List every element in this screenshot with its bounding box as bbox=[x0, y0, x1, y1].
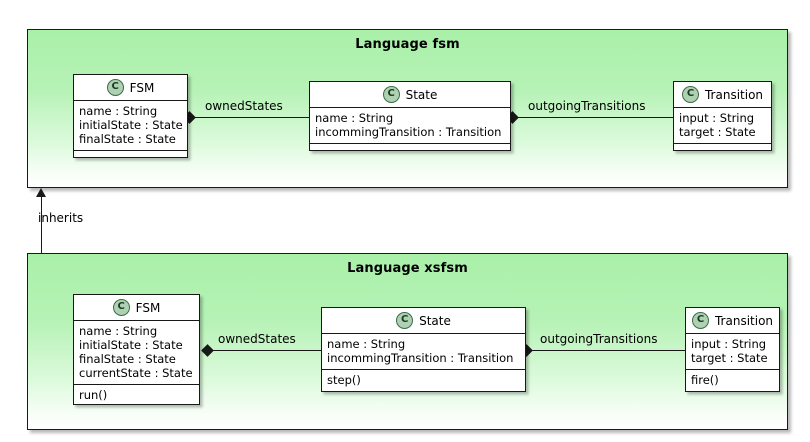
class-header-fsm-transition: C Transition bbox=[674, 82, 771, 108]
association-line-fsm-outgoingtransitions bbox=[511, 117, 673, 118]
association-line-fsm-ownedstates bbox=[188, 117, 314, 118]
class-name-label: FSM bbox=[135, 300, 161, 315]
inherits-arrowhead bbox=[36, 188, 46, 197]
class-header-fsm-fsm: C FSM bbox=[74, 75, 187, 101]
class-icon: C bbox=[681, 86, 699, 103]
inherits-line bbox=[41, 196, 42, 253]
class-box-fsm-transition[interactable]: C Transition input : String target : Sta… bbox=[673, 81, 772, 151]
class-attributes-fsm-fsm: name : String initialState : State final… bbox=[74, 101, 187, 151]
association-label-fsm-ownedstates: ownedStates bbox=[205, 99, 283, 113]
class-operations-fsm-fsm bbox=[74, 151, 187, 160]
class-attribute: name : String bbox=[79, 324, 158, 338]
class-attribute: initialState : State bbox=[79, 118, 183, 132]
class-name-label: State bbox=[405, 87, 438, 102]
class-operations-xsfsm-transition: fire() bbox=[686, 370, 779, 391]
class-name-label: State bbox=[419, 313, 451, 328]
class-attribute: name : String bbox=[327, 337, 406, 351]
class-box-xsfsm-state[interactable]: C State name : String incommingTransitio… bbox=[321, 307, 526, 392]
class-attribute: currentState : State bbox=[79, 366, 193, 380]
class-operations-xsfsm-fsm: run() bbox=[74, 385, 199, 406]
inherits-label: inherits bbox=[38, 211, 84, 225]
class-header-xsfsm-state: C State bbox=[322, 308, 525, 334]
class-operations-fsm-state bbox=[310, 144, 510, 153]
package-title-fsm: Language fsm bbox=[355, 37, 460, 52]
class-box-fsm-fsm[interactable]: C FSM name : String initialState : State… bbox=[73, 74, 188, 158]
class-header-xsfsm-fsm: C FSM bbox=[74, 295, 199, 321]
class-attribute: input : String bbox=[691, 337, 767, 351]
class-attribute: input : String bbox=[679, 111, 755, 125]
class-header-fsm-state: C State bbox=[310, 82, 510, 108]
class-operation: step() bbox=[327, 373, 361, 387]
class-attributes-xsfsm-fsm: name : String initialState : State final… bbox=[74, 321, 199, 385]
class-name-label: FSM bbox=[129, 80, 155, 95]
association-line-xsfsm-outgoingtransitions bbox=[526, 350, 685, 351]
class-name-label: Transition bbox=[704, 87, 764, 102]
class-icon: C bbox=[382, 86, 400, 103]
package-title-xsfsm: Language xsfsm bbox=[347, 261, 468, 276]
class-attribute: initialState : State bbox=[79, 338, 183, 352]
class-header-xsfsm-transition: C Transition bbox=[686, 308, 779, 334]
class-operation: fire() bbox=[691, 373, 719, 387]
association-label-xsfsm-outgoingtransitions: outgoingTransitions bbox=[540, 332, 658, 346]
class-icon: C bbox=[691, 312, 709, 329]
class-operations-xsfsm-state: step() bbox=[322, 370, 525, 391]
class-name-label: Transition bbox=[714, 313, 774, 328]
class-attribute: finalState : State bbox=[79, 352, 176, 366]
class-attribute: name : String bbox=[79, 104, 158, 118]
association-label-fsm-outgoingtransitions: outgoingTransitions bbox=[528, 99, 646, 113]
association-line-xsfsm-ownedstates bbox=[207, 350, 321, 351]
class-attribute: incommingTransition : Transition bbox=[327, 351, 514, 365]
class-operation: run() bbox=[79, 388, 108, 402]
class-attribute: target : State bbox=[679, 125, 756, 139]
association-label-xsfsm-ownedstates: ownedStates bbox=[218, 332, 296, 346]
class-box-xsfsm-transition[interactable]: C Transition input : String target : Sta… bbox=[685, 307, 780, 392]
class-icon: C bbox=[112, 299, 130, 316]
class-attribute: finalState : State bbox=[79, 132, 176, 146]
class-attributes-xsfsm-state: name : String incommingTransition : Tran… bbox=[322, 334, 525, 370]
class-box-fsm-state[interactable]: C State name : String incommingTransitio… bbox=[309, 81, 511, 151]
class-icon: C bbox=[396, 312, 414, 329]
class-icon: C bbox=[106, 79, 124, 96]
class-attributes-fsm-transition: input : String target : State bbox=[674, 108, 771, 144]
class-attribute: name : String bbox=[315, 111, 394, 125]
class-attribute: target : State bbox=[691, 351, 768, 365]
class-box-xsfsm-fsm[interactable]: C FSM name : String initialState : State… bbox=[73, 294, 200, 405]
class-operations-fsm-transition bbox=[674, 144, 771, 153]
class-attributes-fsm-state: name : String incommingTransition : Tran… bbox=[310, 108, 510, 144]
class-attribute: incommingTransition : Transition bbox=[315, 125, 502, 139]
class-attributes-xsfsm-transition: input : String target : State bbox=[686, 334, 779, 370]
